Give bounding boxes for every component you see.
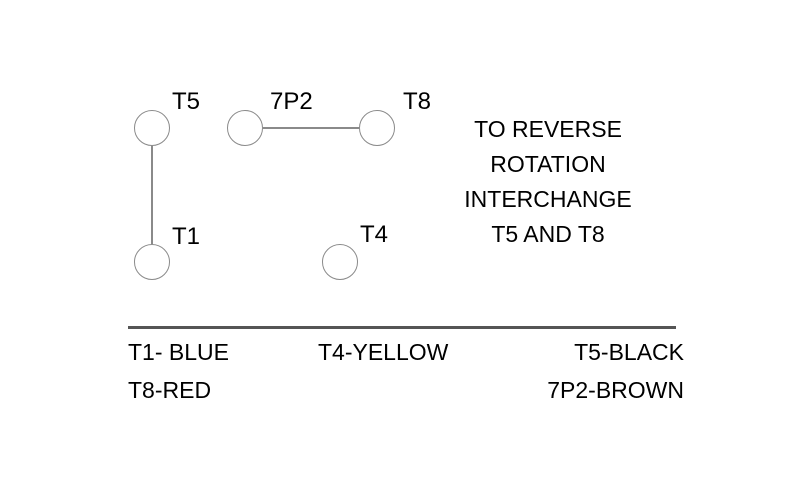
terminal-node-t5[interactable] [134, 110, 170, 146]
terminal-node-t1[interactable] [134, 244, 170, 280]
instruction-line-3: INTERCHANGE [464, 186, 632, 212]
legend-divider [128, 326, 676, 329]
instruction-line-1: TO REVERSE [474, 116, 622, 142]
terminal-label-t5: T5 [172, 88, 201, 115]
legend-item-7p2-color: 7P2-BROWN [547, 377, 684, 403]
terminal-node-7p2[interactable] [227, 110, 263, 146]
legend-row: T8-RED 7P2-BROWN [128, 376, 684, 414]
wire-7p2-to-t8 [263, 127, 359, 129]
instruction-line-4: T5 AND T8 [491, 221, 605, 247]
terminal-label-t1: T1 [172, 223, 201, 250]
legend-row: T1- BLUE T4-YELLOW T5-BLACK [128, 338, 684, 376]
terminal-node-t8[interactable] [359, 110, 395, 146]
terminal-node-t4[interactable] [322, 244, 358, 280]
wire-t5-to-t1 [151, 146, 153, 244]
terminal-label-t4: T4 [360, 221, 389, 248]
terminal-label-7p2: 7P2 [270, 88, 313, 115]
legend-item-t5-color: T5-BLACK [574, 339, 684, 365]
wire-color-legend: T1- BLUE T4-YELLOW T5-BLACK T8-RED 7P2-B… [128, 338, 684, 414]
instruction-note: TO REVERSE ROTATION INTERCHANGE T5 AND T… [428, 112, 668, 252]
legend-item-t1-color: T1- BLUE [128, 339, 229, 365]
terminal-label-t8: T8 [403, 88, 432, 115]
legend-item-t8-color: T8-RED [128, 377, 212, 403]
legend-item-t4-color: T4-YELLOW [318, 339, 449, 365]
instruction-line-2: ROTATION [490, 151, 606, 177]
